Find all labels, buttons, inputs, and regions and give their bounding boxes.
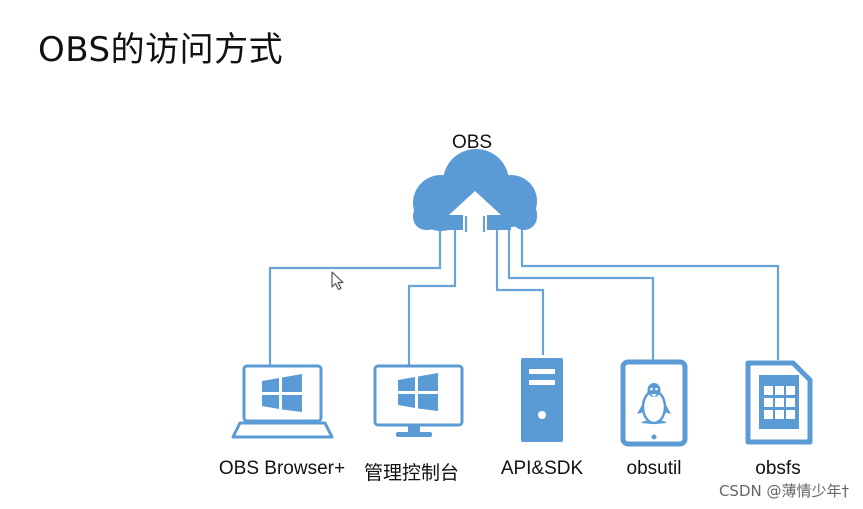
client-label-api-sdk: API&SDK: [500, 458, 584, 479]
obs-cloud-label: OBS: [451, 132, 493, 153]
linux-tablet-icon: [620, 359, 688, 447]
client-label-obsutil: obsutil: [626, 458, 682, 479]
connector-api-sdk: [495, 222, 545, 355]
client-label-obsfs: obsfs: [755, 458, 801, 479]
page-title: OBS的访问方式: [38, 30, 284, 70]
windows-laptop-icon: [231, 364, 334, 439]
connector-obsfs: [520, 222, 780, 360]
watermark: CSDN @薄情少年†: [718, 482, 849, 500]
cloud-upload-icon: [413, 149, 537, 232]
client-label-console: 管理控制台: [364, 463, 460, 484]
connector-console: [407, 222, 457, 365]
windows-monitor-icon: [373, 364, 464, 437]
connector-obs-browser: [268, 222, 442, 365]
penguin-icon: [637, 383, 671, 425]
connector-obsutil: [507, 222, 655, 360]
calculator-sim-icon: [745, 360, 813, 445]
client-label-obs-browser: OBS Browser+: [218, 458, 346, 479]
server-tower-icon: [521, 358, 563, 442]
mouse-cursor-icon: [331, 271, 344, 291]
